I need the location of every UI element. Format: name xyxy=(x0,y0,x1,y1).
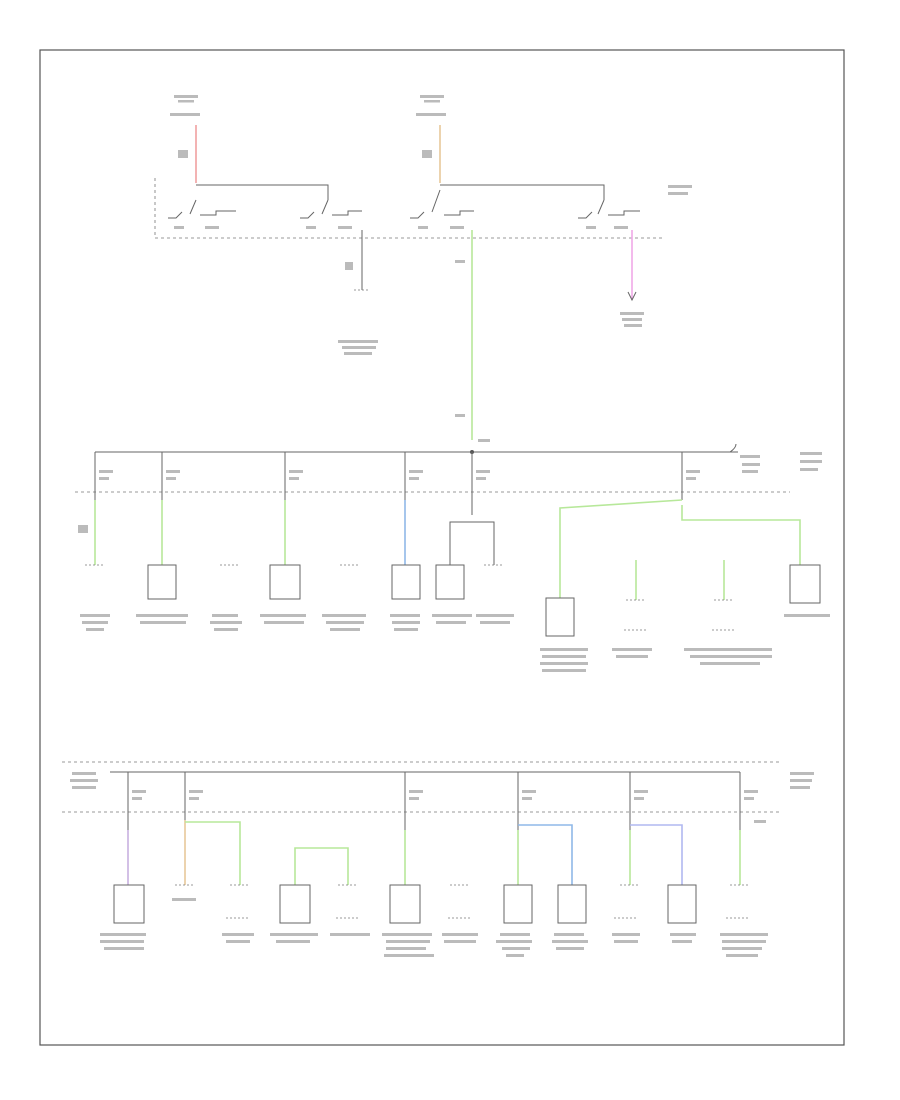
component-labels-row-1 xyxy=(80,614,830,672)
lead-b6b xyxy=(630,824,683,885)
component-box-7 xyxy=(789,564,821,604)
component-box-6 xyxy=(545,597,575,637)
component-box-b1 xyxy=(113,884,145,924)
lead-6 xyxy=(559,499,683,598)
fuse-label-center xyxy=(416,95,446,116)
component-box-b3 xyxy=(279,884,311,924)
fuse-drops xyxy=(94,452,700,515)
component-box-b5b xyxy=(557,884,587,924)
component-box-2 xyxy=(147,564,177,600)
right-note-2 xyxy=(790,772,814,789)
fuse-panel-bus-section xyxy=(75,439,830,672)
ignition-switch-label xyxy=(668,185,692,195)
component-box-b6 xyxy=(667,884,697,924)
switch-bus-right xyxy=(440,184,605,200)
component-box-5 xyxy=(435,564,465,600)
switch-contacts xyxy=(168,189,640,229)
lead-b3 xyxy=(294,847,349,885)
ignition-switch-section xyxy=(154,95,692,440)
lower-bus-section xyxy=(62,761,814,957)
diagram-frame xyxy=(39,49,845,1046)
component-box-b4 xyxy=(389,884,421,924)
center-note xyxy=(338,340,378,355)
fuse-label-left xyxy=(170,95,200,116)
ignition-switch-outline xyxy=(154,178,662,239)
lead-b5b xyxy=(518,824,573,885)
fuse-drops-2 xyxy=(127,772,758,830)
component-box-3 xyxy=(269,564,301,600)
lead-5 xyxy=(449,521,495,565)
component-box-4 xyxy=(391,564,421,600)
left-note-2 xyxy=(70,772,98,789)
component-labels-row-2 xyxy=(100,898,768,957)
switch-bus-left xyxy=(196,184,329,200)
lead-b2b xyxy=(185,821,241,885)
component-box-b5 xyxy=(503,884,533,924)
lead-7 xyxy=(681,505,801,565)
